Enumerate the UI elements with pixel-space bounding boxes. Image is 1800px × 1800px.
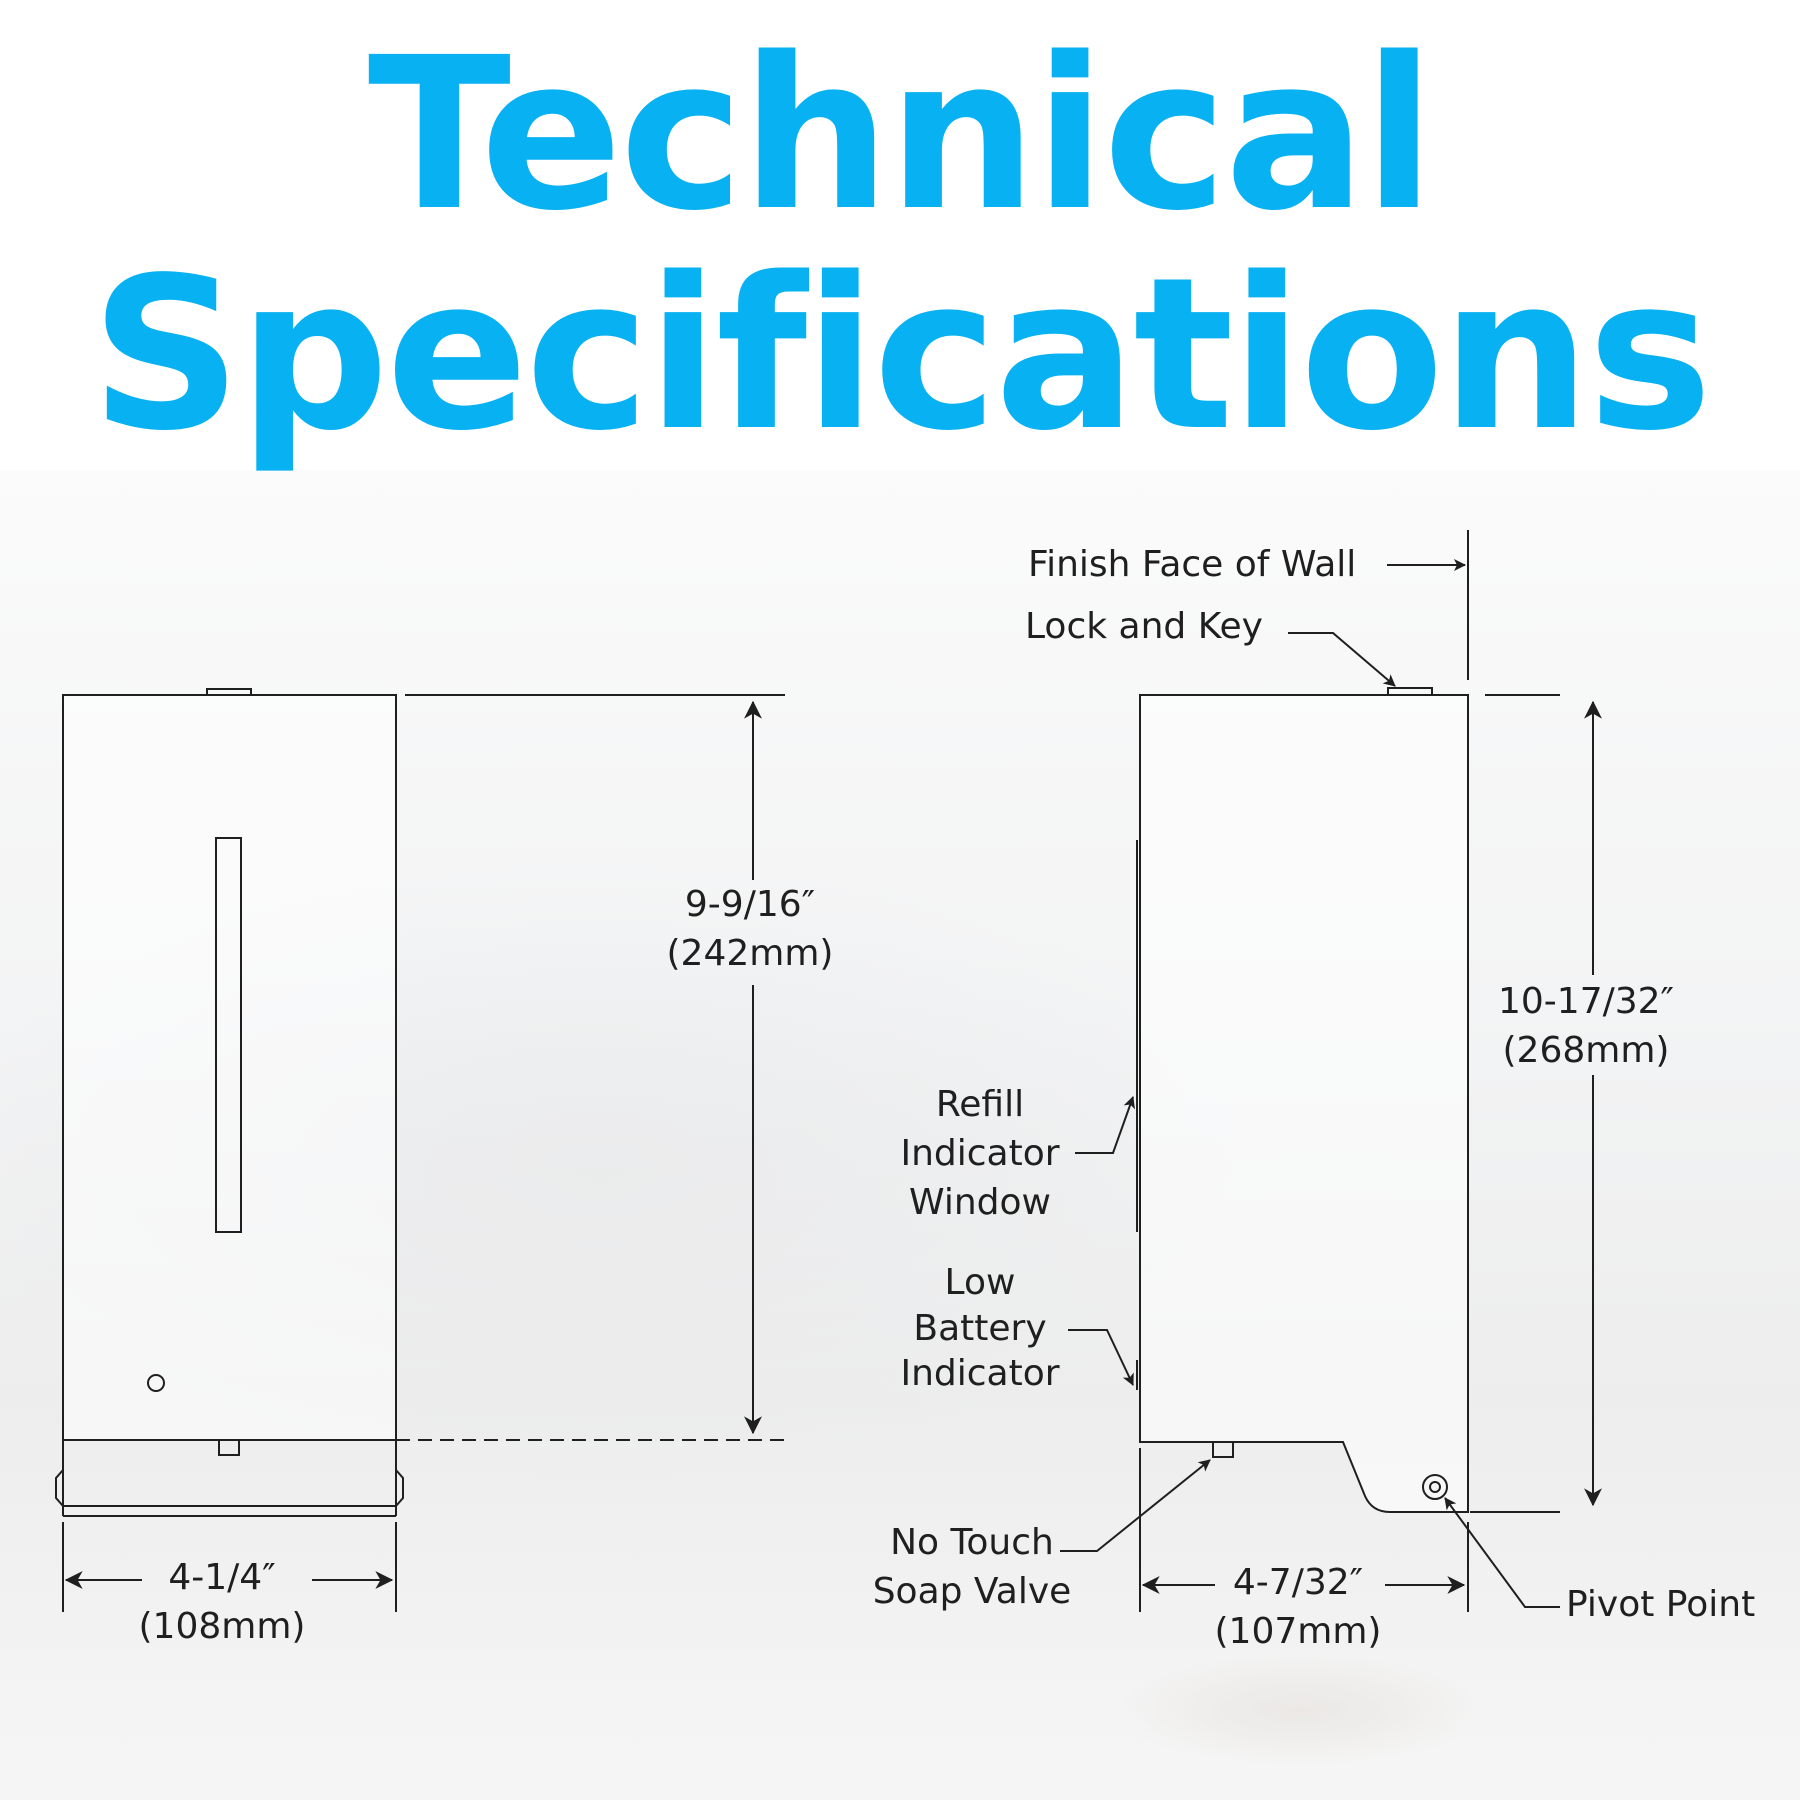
- side-depth-imperial: 4-7/32″: [1232, 1562, 1364, 1603]
- side-view-dispenser: [1136, 687, 1469, 1513]
- front-valve: [218, 1439, 240, 1456]
- pivot-point-label: Pivot Point: [1566, 1584, 1756, 1625]
- finish-face-of-wall-label: Finish Face of Wall: [1028, 544, 1357, 585]
- side-depth-metric: (107mm): [1214, 1611, 1382, 1652]
- front-height-dimension: [396, 694, 790, 1441]
- battery-label-line1: Low: [944, 1262, 1016, 1303]
- front-sensor: [147, 1374, 165, 1392]
- side-height-dimension: [1470, 694, 1602, 1513]
- valve-leader: [1060, 1459, 1211, 1552]
- front-refill-window: [215, 837, 242, 1233]
- side-height-imperial: 10-17/32″: [1498, 981, 1674, 1022]
- refill-label-line3: Window: [909, 1182, 1051, 1223]
- pivot-leader: [1444, 1497, 1560, 1608]
- side-height-metric: (268mm): [1502, 1030, 1670, 1071]
- refill-label-line2: Indicator: [900, 1133, 1060, 1174]
- lock-and-key-label: Lock and Key: [1025, 606, 1263, 647]
- valve-label-line1: No Touch: [890, 1522, 1054, 1563]
- valve-label-line2: Soap Valve: [872, 1571, 1072, 1612]
- front-height-imperial: 9-9/16″: [684, 884, 816, 925]
- battery-leader: [1068, 1329, 1134, 1386]
- lock-leader: [1288, 632, 1396, 687]
- title-line-2: Specifications: [90, 232, 1712, 477]
- refill-label-line1: Refill: [935, 1084, 1025, 1125]
- front-view-dispenser: [55, 688, 404, 1517]
- side-valve: [1212, 1441, 1234, 1458]
- front-width-dimension: [62, 1522, 397, 1612]
- pivot-point-icon: [1422, 1474, 1448, 1500]
- side-depth-dimension: [1139, 1448, 1469, 1612]
- title-line-1: Technical: [367, 12, 1435, 257]
- front-width-metric: (108mm): [138, 1606, 306, 1647]
- front-width-imperial: 4-1/4″: [168, 1557, 276, 1598]
- refill-leader: [1075, 1096, 1135, 1154]
- battery-label-line3: Indicator: [900, 1353, 1060, 1394]
- battery-label-line2: Battery: [913, 1308, 1047, 1349]
- front-height-metric: (242mm): [666, 933, 834, 974]
